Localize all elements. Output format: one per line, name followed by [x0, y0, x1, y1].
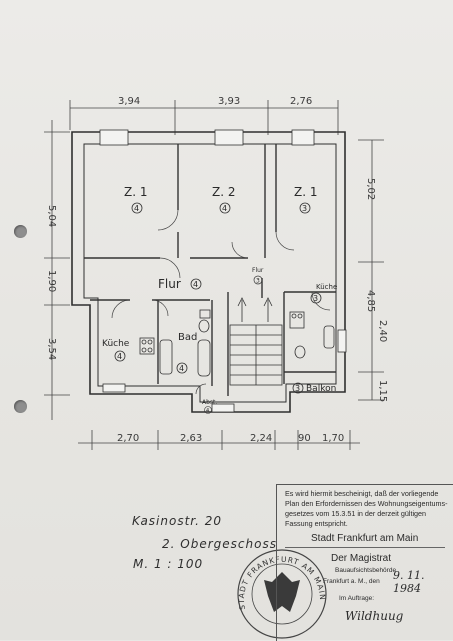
punch-hole-bottom: [14, 400, 27, 413]
room-label-flur-small: Flur: [252, 267, 264, 274]
room-label-bad: Bad: [178, 332, 197, 343]
room-num-flur-small: 3: [256, 278, 260, 285]
room-label-z1-left: Z. 1: [124, 185, 147, 199]
punch-hole-top: [14, 225, 27, 238]
stamp-signature: Wildhuug: [345, 609, 404, 623]
door-arcs: [111, 209, 331, 395]
room-num-circle: [299, 202, 311, 214]
dim-left-2: 1,90: [46, 270, 57, 292]
room-num-circle: [310, 292, 322, 304]
room-num-circle: [176, 362, 188, 374]
room-num-z1-left: 4: [134, 204, 139, 213]
dim-bottom-2: 2,63: [180, 433, 202, 444]
certification-text: Es wird hiermit bescheinigt, daß der vor…: [285, 489, 448, 528]
staircase: [229, 297, 283, 386]
dimension-lines-bottom: [78, 430, 360, 450]
dim-bottom-1: 2,70: [117, 433, 139, 444]
dim-bottom-3: 2,24: [250, 433, 272, 444]
room-num-circle: [114, 350, 126, 362]
dimension-lines-top: [69, 100, 339, 135]
room-label-balkon: Balkon: [306, 384, 336, 394]
stamp-date: 9. 11. 1984: [393, 569, 425, 595]
room-label-kueche-left: Küche: [102, 339, 130, 349]
room-num-z2: 4: [222, 204, 227, 213]
room-num-z1-right: 3: [302, 204, 307, 213]
dim-left-3: 3,54: [46, 338, 57, 360]
dim-right-4: 1,15: [377, 380, 388, 402]
dim-top-3: 2,76: [290, 96, 312, 107]
dim-bottom-5: 1,70: [322, 433, 344, 444]
outer-walls: [71, 131, 346, 413]
room-label-abst: Abst.: [202, 399, 217, 406]
stamp-place: Frankfurt a. M., den: [323, 578, 380, 585]
approval-stamp: Es wird hiermit bescheinigt, daß der vor…: [276, 484, 453, 641]
room-num-circle: [292, 382, 304, 394]
dim-top-1: 3,94: [118, 96, 140, 107]
room-num-balkon: 3: [295, 384, 300, 393]
stamp-magistrat: Der Magistrat: [331, 553, 392, 564]
room-num-abst: 4: [206, 408, 209, 414]
room-label-kueche-right: Küche: [316, 283, 337, 291]
room-num-kueche-left: 4: [117, 352, 122, 361]
stamp-divider: [285, 547, 445, 548]
dim-right-3: 2,40: [377, 320, 388, 342]
room-num-bad: 4: [179, 364, 184, 373]
eagle-emblem: [264, 572, 300, 612]
windows: [99, 129, 347, 413]
room-label-flur: Flur: [158, 277, 181, 291]
floor-label: 2. Obergeschoss: [162, 537, 277, 551]
street-address: Kasinostr. 20: [132, 514, 223, 528]
scale-label: M. 1 : 100: [133, 557, 204, 571]
dim-right-1: 5,02: [365, 178, 376, 200]
room-num-kueche-right: 3: [313, 294, 318, 303]
dim-left-1: 5,04: [46, 205, 57, 227]
room-num-circle: [190, 278, 202, 290]
dimension-lines-left: [44, 120, 70, 420]
stamp-auftrag: Im Auftrage:: [339, 595, 375, 602]
dim-top-2: 3,93: [218, 96, 240, 107]
room-label-z2: Z. 2: [212, 185, 235, 199]
room-num-circle: [204, 406, 212, 414]
stamp-authority: Bauaufsichtsbehörde: [335, 567, 397, 574]
room-num-circle: [131, 202, 143, 214]
room-num-flur: 4: [193, 280, 198, 289]
room-num-circle: [219, 202, 231, 214]
interior-walls: [84, 144, 336, 396]
stamp-city: Stadt Frankfurt am Main: [311, 533, 419, 544]
room-num-circle: [253, 275, 263, 285]
fixtures: [139, 309, 335, 377]
dim-right-2: 4,85: [365, 290, 376, 312]
dimension-lines-right: [358, 139, 384, 401]
dim-bottom-4: 90: [298, 433, 311, 444]
room-label-z1-right: Z. 1: [294, 185, 317, 199]
